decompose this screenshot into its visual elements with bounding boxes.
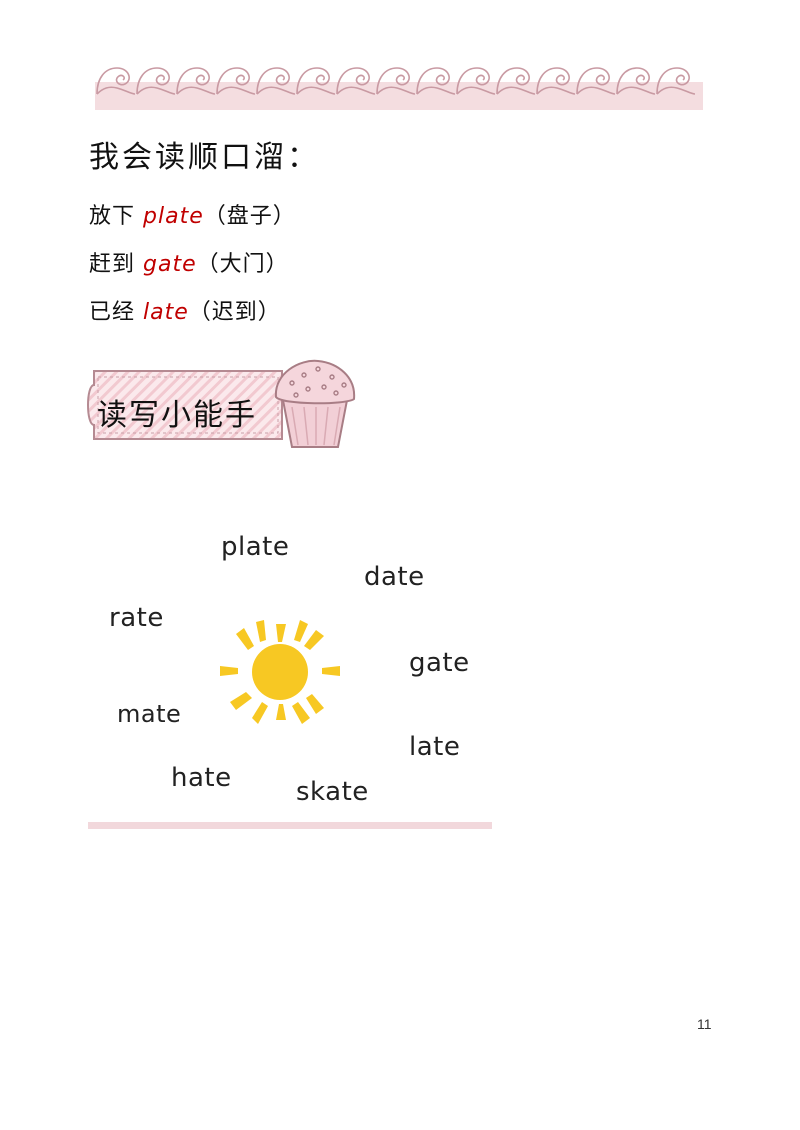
rhyme-prefix: 已经 — [89, 300, 136, 325]
card-bottom-border — [88, 822, 492, 829]
word-late: late — [409, 732, 461, 762]
word-plate: plate — [221, 532, 290, 562]
word-date: date — [364, 562, 425, 592]
word-card: plate date rate gate mate late hate skat… — [88, 500, 492, 828]
wave-border-banner — [95, 67, 703, 110]
rhyme-meaning: （盘子） — [203, 204, 296, 229]
rhyme-meaning: （迟到） — [188, 300, 281, 325]
rhyme-line-3: 已经 late（迟到） — [89, 294, 281, 326]
rhyme-english-word: plate — [143, 204, 204, 229]
rhyme-meaning: （大门） — [196, 252, 289, 277]
sun-icon — [220, 620, 340, 724]
section-title: 读写小能手 — [97, 398, 257, 433]
rhyme-line-2: 赶到 gate（大门） — [89, 246, 289, 278]
word-skate: skate — [296, 777, 369, 807]
rhyme-heading: 我会读顺口溜： — [89, 140, 320, 175]
rhyme-english-word: late — [143, 300, 189, 325]
word-mate: mate — [117, 700, 182, 728]
rhyme-prefix: 放下 — [89, 204, 136, 229]
cupcake-icon — [274, 359, 356, 448]
word-rate: rate — [109, 603, 164, 633]
page-number: 11 — [697, 1016, 712, 1032]
rhyme-english-word: gate — [143, 252, 197, 277]
section-title-label — [87, 359, 356, 448]
word-gate: gate — [409, 648, 470, 678]
rhyme-prefix: 赶到 — [89, 252, 136, 277]
word-hate: hate — [171, 763, 232, 793]
rhyme-line-1: 放下 plate（盘子） — [89, 198, 296, 230]
